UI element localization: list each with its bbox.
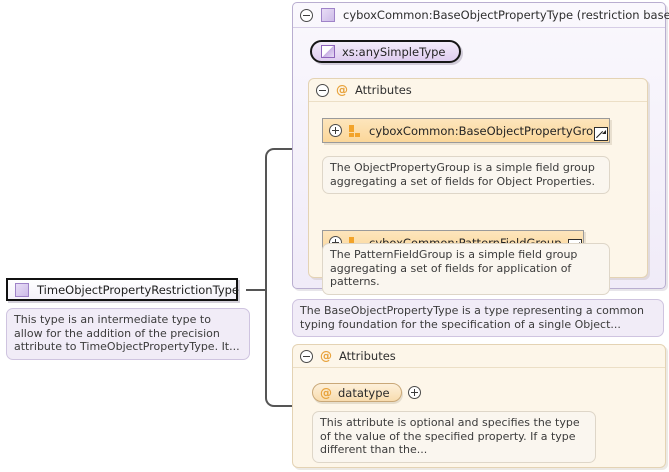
- attribute-group-label: cyboxCommon:BaseObjectPropertyGroup: [369, 123, 608, 138]
- base-type-panel-header: cyboxCommon:BaseObjectPropertyType (rest…: [293, 3, 669, 28]
- at-sign-icon: @: [336, 83, 348, 97]
- datatype-attribute-pill[interactable]: @ datatype: [312, 383, 402, 402]
- local-attributes-header: @ Attributes: [293, 345, 665, 368]
- base-type-pill[interactable]: xs:anySimpleType: [310, 40, 461, 63]
- attribute-group-documentation: The PatternFieldGroup is a simple field …: [322, 243, 610, 295]
- expand-plus-icon[interactable]: [329, 124, 342, 137]
- attribute-group-box[interactable]: cyboxCommon:BaseObjectPropertyGroup: [322, 118, 610, 143]
- connector-branch-bottom: [288, 405, 294, 407]
- base-attributes-label: Attributes: [355, 83, 412, 97]
- base-attributes-header: @ Attributes: [309, 79, 647, 102]
- collapse-minus-icon[interactable]: [300, 349, 313, 363]
- complex-type-square-icon: [321, 8, 335, 22]
- at-sign-icon: @: [320, 349, 332, 363]
- base-type-documentation: The BaseObjectPropertyType is a type rep…: [292, 299, 664, 337]
- connector-bracket: [265, 148, 291, 407]
- simple-type-icon: [321, 45, 335, 58]
- attribute-group-icon: [349, 124, 362, 137]
- at-sign-icon: @: [320, 385, 332, 400]
- external-link-icon[interactable]: [594, 127, 608, 141]
- attribute-group-documentation: The ObjectPropertyGroup is a simple fiel…: [322, 156, 610, 194]
- datatype-attribute-row[interactable]: @ datatype: [312, 383, 421, 402]
- base-type-title: cyboxCommon:BaseObjectPropertyType (rest…: [343, 8, 669, 22]
- left-type-node[interactable]: TimeObjectPropertyRestrictionType: [6, 278, 239, 301]
- connector-branch-top: [288, 148, 294, 150]
- left-type-node-label: TimeObjectPropertyRestrictionType: [37, 282, 239, 297]
- left-type-documentation: This type is an intermediate type to all…: [6, 308, 250, 360]
- datatype-attribute-documentation: This attribute is optional and specifies…: [312, 411, 596, 463]
- collapse-minus-icon[interactable]: [300, 8, 313, 22]
- complex-type-square-icon: [15, 282, 29, 297]
- collapse-minus-icon[interactable]: [316, 83, 329, 97]
- datatype-attribute-label: datatype: [338, 385, 390, 400]
- local-attributes-label: Attributes: [339, 349, 396, 363]
- expand-plus-icon[interactable]: [407, 386, 421, 399]
- base-type-pill-label: xs:anySimpleType: [342, 44, 446, 59]
- connector-stub: [246, 289, 265, 291]
